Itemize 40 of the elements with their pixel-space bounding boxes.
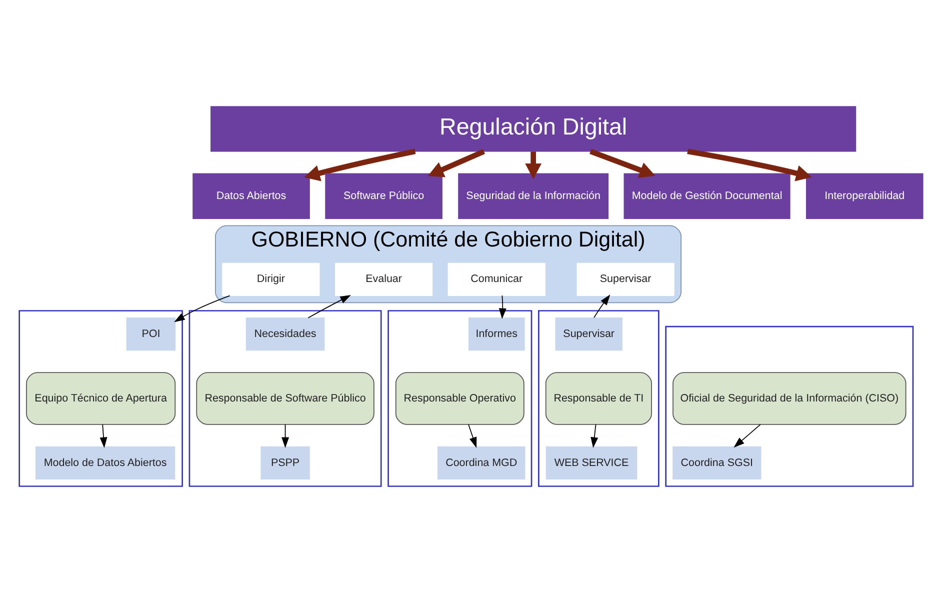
node-box: Responsable de TI (545, 372, 652, 424)
node-box: Datos Abiertos (192, 172, 310, 218)
node-box: Necesidades (246, 316, 325, 350)
arrow (498, 294, 506, 319)
node-box: WEB SERVICE (546, 446, 638, 480)
arrow (468, 424, 477, 448)
node-box: Supervisar (555, 316, 622, 350)
node-box: Comunicar (448, 262, 546, 296)
node-box: Software Público (325, 172, 442, 218)
node-box: Dirigir (222, 262, 320, 296)
node-box: Regulación Digital (210, 106, 856, 152)
cluster (538, 310, 660, 486)
node-box: Informes (468, 316, 525, 350)
node-box: Coordina SGSI (672, 446, 762, 480)
node-box: POI (126, 316, 176, 350)
node-box: Coordina MGD (438, 446, 526, 480)
cluster (188, 310, 382, 486)
cluster (18, 310, 183, 486)
node-box: Responsable Operativo (395, 372, 524, 424)
node-box: Interoperabilidad (806, 172, 924, 218)
arrow (174, 294, 230, 322)
node-box: Modelo de Gestión Documental (624, 172, 790, 218)
arrow (734, 424, 761, 448)
node-box: Oficial de Seguridad de la Información (CISO) (672, 372, 906, 424)
node-box: Responsable de Software Público (196, 372, 374, 424)
arrow (282, 424, 290, 448)
node-box: Evaluar (334, 262, 433, 296)
arrow (308, 294, 351, 318)
node-box: Supervisar (576, 262, 674, 296)
cluster (388, 310, 532, 486)
node-box: Modelo de Datos Abiertos (35, 446, 176, 480)
cluster (665, 325, 914, 486)
arrow (594, 294, 610, 318)
arrow (100, 424, 108, 448)
node-box: Equipo Técnico de Apertura (26, 372, 176, 424)
node-box: Seguridad de la Información (458, 172, 609, 218)
arrow (590, 148, 656, 178)
arrow (525, 151, 542, 179)
node-box: PSPP (260, 446, 310, 480)
arrow (590, 424, 598, 448)
